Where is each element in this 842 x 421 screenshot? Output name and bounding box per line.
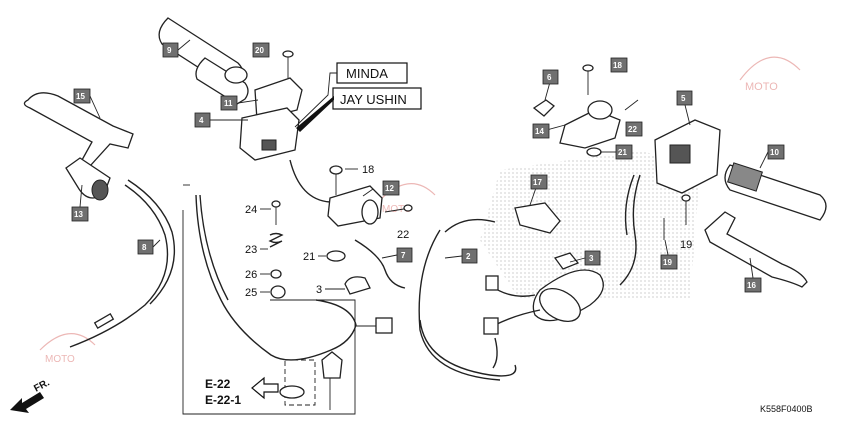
callout-12[interactable]: 12 — [382, 180, 400, 196]
svg-text:9: 9 — [167, 46, 172, 55]
label-23: 23 — [245, 244, 257, 256]
small-part-21-left — [326, 250, 346, 262]
svg-text:12: 12 — [385, 184, 394, 193]
svg-text:5: 5 — [681, 94, 686, 103]
throttle-housing-part — [279, 351, 343, 410]
svg-text:3: 3 — [589, 254, 594, 263]
reference-e22-1: E-22-1 — [205, 393, 241, 407]
label-24: 24 — [245, 204, 257, 216]
throttle-cables-part — [195, 194, 517, 381]
supplier-leader — [294, 72, 337, 128]
supplier-arrow — [296, 96, 334, 132]
svg-text:10: 10 — [770, 148, 779, 157]
callout-11[interactable]: 11 — [220, 95, 238, 111]
svg-text:11: 11 — [224, 99, 233, 108]
svg-text:6: 6 — [547, 73, 552, 82]
svg-text:2: 2 — [466, 252, 471, 261]
callout-19[interactable]: 19 — [660, 254, 678, 270]
supplier-label-minda: MINDA — [336, 62, 408, 84]
reference-e22: E-22 — [205, 377, 231, 391]
supplier-label-jay-ushin: JAY USHIN — [332, 87, 422, 110]
label-18: 18 — [362, 164, 374, 176]
callout-4[interactable]: 4 — [194, 112, 211, 128]
clutch-lever-part[interactable] — [23, 92, 134, 167]
label-21: 21 — [303, 251, 315, 263]
front-direction-arrow: FR. — [10, 377, 52, 413]
right-switch-housing-part[interactable] — [619, 119, 721, 286]
svg-text:MOTO: MOTO — [382, 204, 412, 215]
left-grip-part[interactable] — [158, 17, 249, 105]
left-switch-housing-part[interactable] — [239, 77, 303, 161]
svg-text:16: 16 — [747, 281, 756, 290]
callout-18-right[interactable]: 18 — [610, 57, 628, 73]
svg-text:4: 4 — [199, 116, 204, 125]
svg-text:MOTO: MOTO — [45, 354, 75, 365]
reference-arrow — [251, 376, 279, 400]
svg-text:15: 15 — [76, 92, 85, 101]
svg-text:20: 20 — [255, 46, 264, 55]
callout-6[interactable]: 6 — [542, 69, 559, 85]
svg-text:19: 19 — [663, 258, 672, 267]
label-25: 25 — [245, 287, 257, 299]
svg-text:17: 17 — [533, 178, 542, 187]
svg-text:18: 18 — [613, 61, 622, 70]
svg-text:FR.: FR. — [32, 377, 52, 394]
svg-text:14: 14 — [535, 127, 544, 136]
svg-text:8: 8 — [142, 243, 147, 252]
callout-5[interactable]: 5 — [676, 90, 693, 106]
svg-text:MOTO: MOTO — [745, 81, 778, 93]
clutch-cable-part — [69, 179, 176, 348]
label-26: 26 — [245, 269, 257, 281]
svg-text:7: 7 — [401, 251, 406, 260]
callout-2[interactable]: 2 — [461, 248, 478, 264]
callout-8[interactable]: 8 — [137, 239, 154, 255]
callout-15[interactable]: 15 — [73, 88, 91, 104]
front-stop-switch-part[interactable] — [289, 159, 406, 289]
small-parts-column — [268, 200, 286, 299]
master-cylinder-part[interactable] — [514, 202, 604, 328]
reference-square — [375, 317, 393, 334]
callout-21-right[interactable]: 21 — [615, 144, 633, 160]
reference-frame — [182, 184, 393, 415]
callout-9[interactable]: 9 — [162, 42, 179, 58]
callout-13[interactable]: 13 — [71, 206, 89, 222]
diagram-code: K558F0400B — [760, 404, 813, 414]
callout-20[interactable]: 20 — [252, 42, 270, 58]
watermark-logo-1: MOTO — [739, 56, 801, 93]
callout-22-right[interactable]: 22 — [625, 121, 643, 137]
right-grip-part[interactable] — [724, 162, 827, 221]
callout-7[interactable]: 7 — [396, 247, 413, 263]
label-19: 19 — [680, 239, 692, 251]
clamp-part-3-left — [344, 276, 371, 295]
screw-22-left — [384, 204, 413, 213]
svg-text:MINDA: MINDA — [346, 66, 388, 81]
label-22: 22 — [397, 229, 409, 241]
svg-text:21: 21 — [618, 148, 627, 157]
svg-text:JAY USHIN: JAY USHIN — [340, 92, 407, 107]
wiring-harness-part — [483, 275, 541, 369]
screw-20-part — [282, 50, 294, 78]
mirror-holder-part[interactable] — [532, 64, 639, 157]
brake-lever-part[interactable] — [704, 211, 808, 288]
label-3: 3 — [316, 284, 322, 296]
callout-14[interactable]: 14 — [532, 123, 550, 139]
svg-text:13: 13 — [74, 210, 83, 219]
callout-3-right[interactable]: 3 — [584, 250, 601, 266]
lever-cover-part[interactable] — [65, 157, 111, 201]
bolt-19-part — [663, 194, 691, 240]
watermark-logo-3: MOTO — [39, 333, 96, 365]
svg-text:22: 22 — [628, 125, 637, 134]
callout-10[interactable]: 10 — [767, 144, 785, 160]
callout-16[interactable]: 16 — [744, 277, 762, 293]
callout-17[interactable]: 17 — [530, 174, 548, 190]
